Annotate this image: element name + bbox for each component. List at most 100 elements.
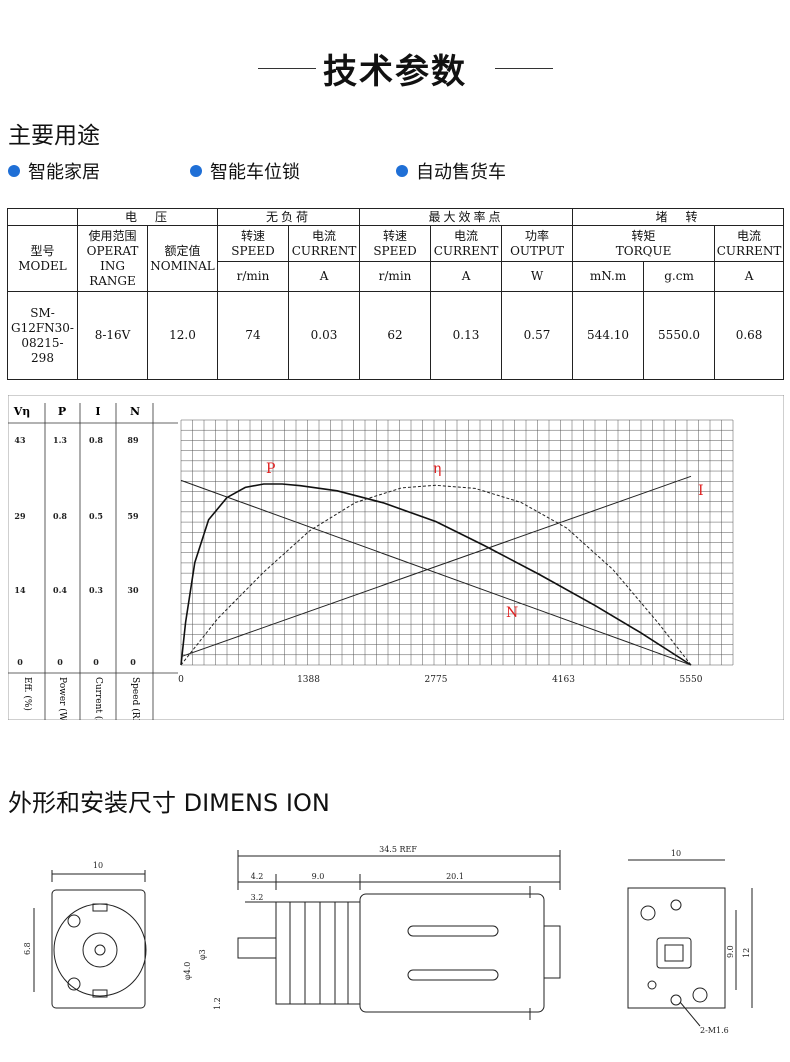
column-header: N bbox=[130, 405, 140, 418]
dim-label: φ4.0 bbox=[183, 962, 192, 980]
back-connector-inner bbox=[664, 944, 684, 962]
dim-label: 9.0 bbox=[726, 945, 735, 958]
dim-label: 12 bbox=[742, 948, 751, 958]
chart-frame bbox=[8, 395, 784, 720]
dim-label: 6.8 bbox=[23, 942, 32, 955]
front-tab bbox=[92, 989, 108, 998]
model-line: SM- bbox=[30, 305, 55, 320]
header-blank bbox=[7, 208, 78, 226]
header-speed-en: SPEED bbox=[231, 243, 275, 258]
screw-hole bbox=[67, 977, 81, 991]
dimensions-heading: 外形和安装尺寸 DIMENS ION bbox=[8, 789, 330, 817]
back-hole bbox=[670, 994, 682, 1006]
motor-slot bbox=[407, 969, 499, 981]
header-torque-cn: 转矩 bbox=[631, 228, 656, 243]
axis-tick-label: 43 bbox=[14, 435, 26, 445]
column-label: Current (A) bbox=[93, 677, 104, 720]
back-hole bbox=[640, 905, 656, 921]
column-label: Power (W) bbox=[57, 677, 68, 720]
axis-tick-label: 30 bbox=[127, 585, 139, 595]
column-header: Vη bbox=[13, 405, 31, 418]
back-hole bbox=[670, 899, 682, 911]
use-item-label: 智能家居 bbox=[28, 162, 100, 183]
side-view: 34.5 REF 4.2 9.0 20.1 3.2 φ4.0 φ3 1.2 bbox=[183, 845, 561, 1020]
dimension-drawing: 10 6.8 34.5 REF 4.2 9.0 20.1 3.2 bbox=[23, 845, 753, 1035]
series-label-speed: N bbox=[506, 605, 518, 621]
dim-label: 20.1 bbox=[446, 872, 464, 881]
dim-label: 10 bbox=[93, 861, 103, 870]
header-speed-en: SPEED bbox=[373, 243, 417, 258]
header-current-en: CURRENT bbox=[716, 243, 782, 258]
model-line: 08215- bbox=[21, 335, 64, 350]
front-outline bbox=[51, 889, 146, 1009]
cell-stall-torque-mn: 544.10 bbox=[572, 291, 645, 380]
header-current-cn: 电流 bbox=[312, 228, 337, 243]
unit-cell: A bbox=[714, 261, 785, 292]
back-outline bbox=[627, 887, 726, 1009]
header-range: 使用范围 OPERAT ING RANGE bbox=[77, 225, 148, 292]
bullet-dot-icon bbox=[396, 165, 408, 177]
axis-tick-label: 0 bbox=[17, 657, 23, 667]
title-block: 技术参数 bbox=[0, 38, 790, 98]
axis-tick-label: 14 bbox=[14, 585, 26, 595]
dim-label: φ3 bbox=[198, 949, 207, 960]
cell-nominal: 12.0 bbox=[146, 291, 219, 380]
x-tick-label: 5550 bbox=[680, 675, 703, 685]
x-tick-label: 0 bbox=[178, 675, 184, 685]
axis-tick-label: 1.3 bbox=[53, 435, 67, 445]
header-range-en2: ING bbox=[100, 258, 125, 273]
cell-noload-current: 0.03 bbox=[288, 291, 361, 380]
cell-eff-output: 0.57 bbox=[501, 291, 574, 380]
header-no-load: 无负荷 bbox=[217, 208, 361, 226]
dim-label: 4.2 bbox=[251, 872, 264, 881]
back-hole bbox=[692, 987, 708, 1003]
header-speed-cn: 转速 bbox=[383, 228, 408, 243]
cell-stall-current: 0.68 bbox=[714, 291, 785, 380]
dim-label: 1.2 bbox=[213, 997, 222, 1010]
axis-tick-label: 59 bbox=[127, 511, 139, 521]
axis-columns: Vη P I N Eff. (%) Power (W) Current (A) … bbox=[8, 403, 178, 720]
x-tick-label: 2775 bbox=[425, 675, 448, 685]
cell-model: SM- G12FN30- 08215- 298 bbox=[7, 291, 78, 380]
header-model-en: MODEL bbox=[18, 258, 67, 273]
header-stall: 堵 转 bbox=[572, 208, 785, 226]
header-output-cn: 功率 bbox=[525, 228, 550, 243]
motor-body bbox=[359, 893, 545, 1013]
axis-tick-label: 0 bbox=[93, 657, 99, 667]
axis-tick-label: 0 bbox=[130, 657, 136, 667]
unit-cell: A bbox=[430, 261, 503, 292]
gearbox bbox=[275, 901, 361, 1005]
cell-eff-current: 0.13 bbox=[430, 291, 503, 380]
series-label-current: I bbox=[698, 483, 704, 499]
column-label: Speed (RPM) bbox=[130, 677, 141, 720]
back-hole bbox=[647, 980, 657, 990]
axis-tick-label: 0.5 bbox=[89, 511, 103, 521]
dim-label: 2-M1.6 bbox=[700, 1026, 729, 1035]
series-speed bbox=[180, 479, 692, 666]
header-speed-cn: 转速 bbox=[241, 228, 266, 243]
unit-cell: A bbox=[288, 261, 361, 292]
series-label-eff: η bbox=[433, 461, 441, 477]
title-line-left bbox=[258, 68, 316, 69]
header-current-cn: 电流 bbox=[454, 228, 479, 243]
front-hub bbox=[82, 932, 118, 968]
dim-label: 34.5 REF bbox=[379, 845, 417, 854]
use-item: 智能家居 bbox=[8, 158, 100, 184]
dim-label: 9.0 bbox=[312, 872, 325, 881]
screw-hole bbox=[67, 914, 81, 928]
axis-tick-label: 0.8 bbox=[89, 435, 103, 445]
front-shaft bbox=[94, 944, 106, 956]
front-view: 10 6.8 bbox=[23, 861, 147, 1009]
use-item: 自动售货车 bbox=[396, 158, 506, 184]
unit-cell: W bbox=[501, 261, 574, 292]
x-tick-label: 4163 bbox=[552, 675, 575, 685]
axis-tick-label: 0.8 bbox=[53, 511, 67, 521]
unit-cell: g.cm bbox=[643, 261, 716, 292]
cell-stall-torque-g: 5550.0 bbox=[643, 291, 716, 380]
